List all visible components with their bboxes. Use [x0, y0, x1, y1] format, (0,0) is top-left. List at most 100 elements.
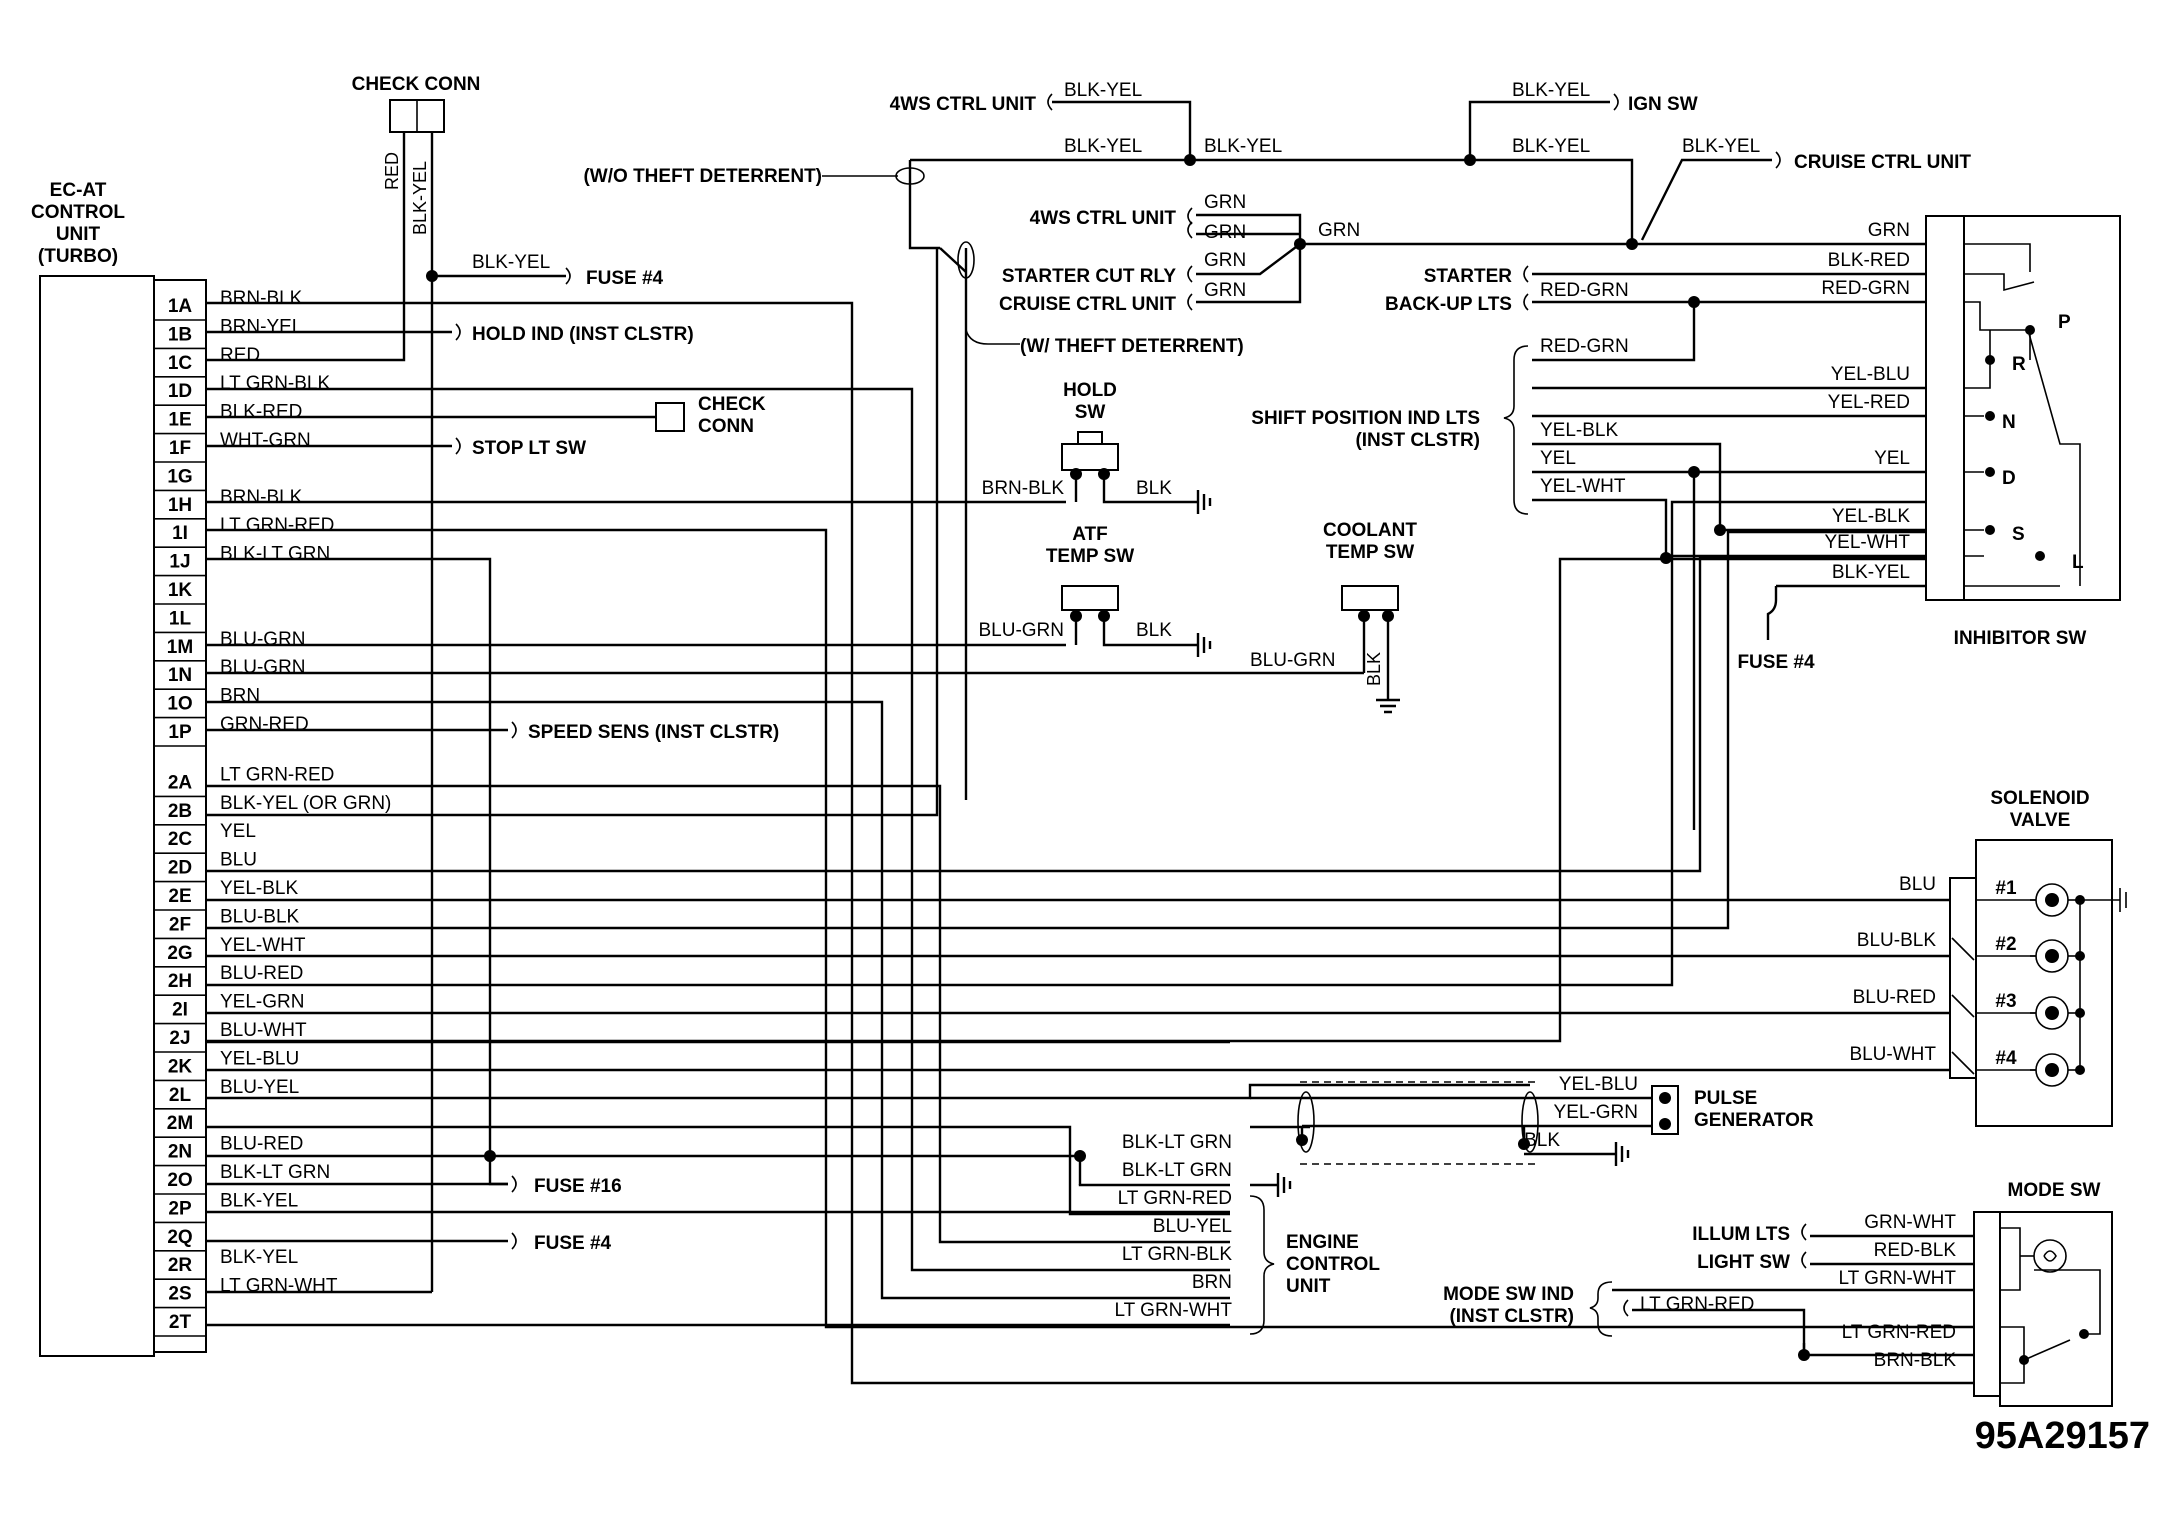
ecu-wire-2d: BLU [220, 850, 257, 871]
ecu-pin-2m: 2M [167, 1113, 193, 1134]
engine-ctrl-wire-3: BLU-YEL [1153, 1216, 1232, 1237]
engine-ctrl-title-1: ENGINE [1286, 1232, 1359, 1253]
atf-temp-sw: ATF TEMP SW BLU-GRN BLK [978, 524, 1212, 657]
ecu-pin-1i: 1I [172, 523, 188, 544]
top-wire-blk-yel-5: BLK-YEL [1512, 136, 1590, 157]
ecu-wire-2p: BLK-YEL [220, 1190, 298, 1211]
inhibitor-right-wire-3: YEL-BLU [1831, 364, 1910, 385]
ecu-body [39, 275, 155, 1357]
stop-lt-sw-label: STOP LT SW [472, 438, 586, 459]
inhibitor-right-wire-1: BLK-RED [1828, 250, 1910, 271]
check-conn-mid-1: CHECK [698, 394, 766, 415]
ecu-pin-2k: 2K [168, 1056, 193, 1077]
hold-sw-body [1061, 443, 1119, 471]
inhibitor-pos-s: S [2012, 524, 2025, 545]
ecu-wire-2e: YEL-BLK [220, 878, 298, 899]
ecu-pin-1c: 1C [168, 353, 193, 374]
ecu-wire-2r: BLK-YEL [220, 1247, 298, 1268]
ecu-pin-2s: 2S [168, 1284, 191, 1305]
top-wire-blk-yel-1: BLK-YEL [1064, 80, 1142, 101]
inhibitor-body [1963, 215, 2121, 601]
ecu-pin-strip [153, 279, 207, 1353]
grn-3: GRN [1204, 250, 1246, 271]
engine-ctrl-wire-6: LT GRN-WHT [1114, 1300, 1232, 1321]
ecu-title-3: UNIT [56, 224, 101, 245]
top-wire-blk-yel-4: BLK-YEL [1512, 80, 1590, 101]
ecu-pin-1g: 1G [167, 466, 192, 487]
solenoid-valve-3: #3 [1995, 991, 2016, 1012]
ecu-title-2: CONTROL [31, 202, 125, 223]
mode-sw: MODE SW ILLUM LTS LIGHT SW MODE SW IND (… [1443, 1180, 2113, 1407]
grn-1: GRN [1204, 192, 1246, 213]
engine-ctrl-title-2: CONTROL [1286, 1254, 1380, 1275]
top-harness: 4WS CTRL UNIT BLK-YEL BLK-YEL BLK-YEL BL… [583, 80, 1971, 800]
inhibitor-title: INHIBITOR SW [1954, 628, 2087, 649]
ecu-pin-2h: 2H [168, 971, 192, 992]
solenoid-wire-4: BLU-WHT [1849, 1044, 1936, 1065]
ecu-pin-2n: 2N [168, 1142, 192, 1163]
inhibitor-fuse: FUSE #4 [1737, 652, 1815, 673]
ecu-pin-1p: 1P [168, 722, 192, 743]
ecu-wire-2k: YEL-BLU [220, 1048, 299, 1069]
ecu-wire-2g: YEL-WHT [220, 935, 306, 956]
ecu-pin-1d: 1D [168, 381, 192, 402]
atf-wire-in: BLU-GRN [978, 620, 1064, 641]
hold-sw: HOLD SW BRN-BLK BLK [982, 380, 1212, 514]
engine-ctrl-wire-1: BLK-LT GRN [1122, 1160, 1232, 1181]
grn-2: GRN [1204, 222, 1246, 243]
ecu-wire-1c: RED [220, 345, 260, 366]
ecu-title-1: EC-AT [50, 180, 107, 201]
coolant-title-2: TEMP SW [1326, 542, 1414, 563]
ws4-ctrl-unit-label: 4WS CTRL UNIT [890, 94, 1037, 115]
inhibitor-right-wire-0: GRN [1868, 220, 1910, 241]
w-theft-label: (W/ THEFT DETERRENT) [1020, 336, 1244, 357]
cruise-ctrl-unit-2-label: CRUISE CTRL UNIT [999, 294, 1176, 315]
ecu-pin-2l: 2L [169, 1085, 192, 1106]
atf-wire-out: BLK [1136, 620, 1172, 641]
ecu-pin-1o: 1O [167, 694, 192, 715]
solenoid-wire-2: BLU-BLK [1857, 930, 1937, 951]
ecu-pin-1l: 1L [169, 608, 192, 629]
coolant-wire-out: BLK [1364, 652, 1384, 686]
hold-ind-label: HOLD IND (INST CLSTR) [472, 324, 694, 345]
ecu-wire-1n: BLU-GRN [220, 657, 306, 678]
grn-5: GRN [1318, 220, 1360, 241]
pulse-gen-title-2: GENERATOR [1694, 1110, 1814, 1131]
check-conn-wire-blk-yel: BLK-YEL [410, 161, 430, 235]
ecu-pin-2f: 2F [169, 914, 191, 935]
ecu-pin-1h: 1H [168, 495, 192, 516]
inhibitor-left-wire-2: YEL-BLK [1540, 420, 1618, 441]
grn-4: GRN [1204, 280, 1246, 301]
ecu-wire-1a: BRN-BLK [220, 288, 303, 309]
inhibitor-left-wire-1: RED-GRN [1540, 336, 1629, 357]
mode-sw-wire-4: LT GRN-RED [1842, 1322, 1956, 1343]
mode-sw-wire-3: LT GRN-RED [1640, 1294, 1754, 1315]
figure-id: 95A29157 [1975, 1415, 2150, 1457]
wo-theft-label: (W/O THEFT DETERRENT) [583, 166, 822, 187]
solenoid-title-2: VALVE [2010, 810, 2071, 831]
atf-title-1: ATF [1072, 524, 1108, 545]
ecu-wire-1f: WHT-GRN [220, 430, 311, 451]
ecu-pin-1m: 1M [167, 637, 193, 658]
coolant-wire-in: BLU-GRN [1250, 650, 1336, 671]
pulse-gen-title-1: PULSE [1694, 1088, 1757, 1109]
inhibitor-connector [1925, 215, 1965, 601]
inhibitor-right-wire-8: BLK-YEL [1832, 562, 1910, 583]
inhibitor-left-wire-4: YEL-WHT [1540, 476, 1626, 497]
pulse-wire-1: YEL-BLU [1559, 1074, 1638, 1095]
fuse4-top-label: FUSE #4 [586, 268, 664, 289]
ecu-pin-2j: 2J [169, 1028, 190, 1049]
ecu-pin-2r: 2R [168, 1255, 193, 1276]
pulse-wire-2: YEL-GRN [1554, 1102, 1638, 1123]
ecu-pin-2d: 2D [168, 858, 192, 879]
mode-sw-wire-1: RED-BLK [1874, 1240, 1957, 1261]
ecu-wire-2c: YEL [220, 821, 256, 842]
engine-ctrl-title-3: UNIT [1286, 1276, 1331, 1297]
ecu-wire-1j: BLK-LT GRN [220, 544, 330, 565]
ecu-pin-1f: 1F [169, 438, 191, 459]
check-conn-mid-connector [655, 402, 685, 432]
